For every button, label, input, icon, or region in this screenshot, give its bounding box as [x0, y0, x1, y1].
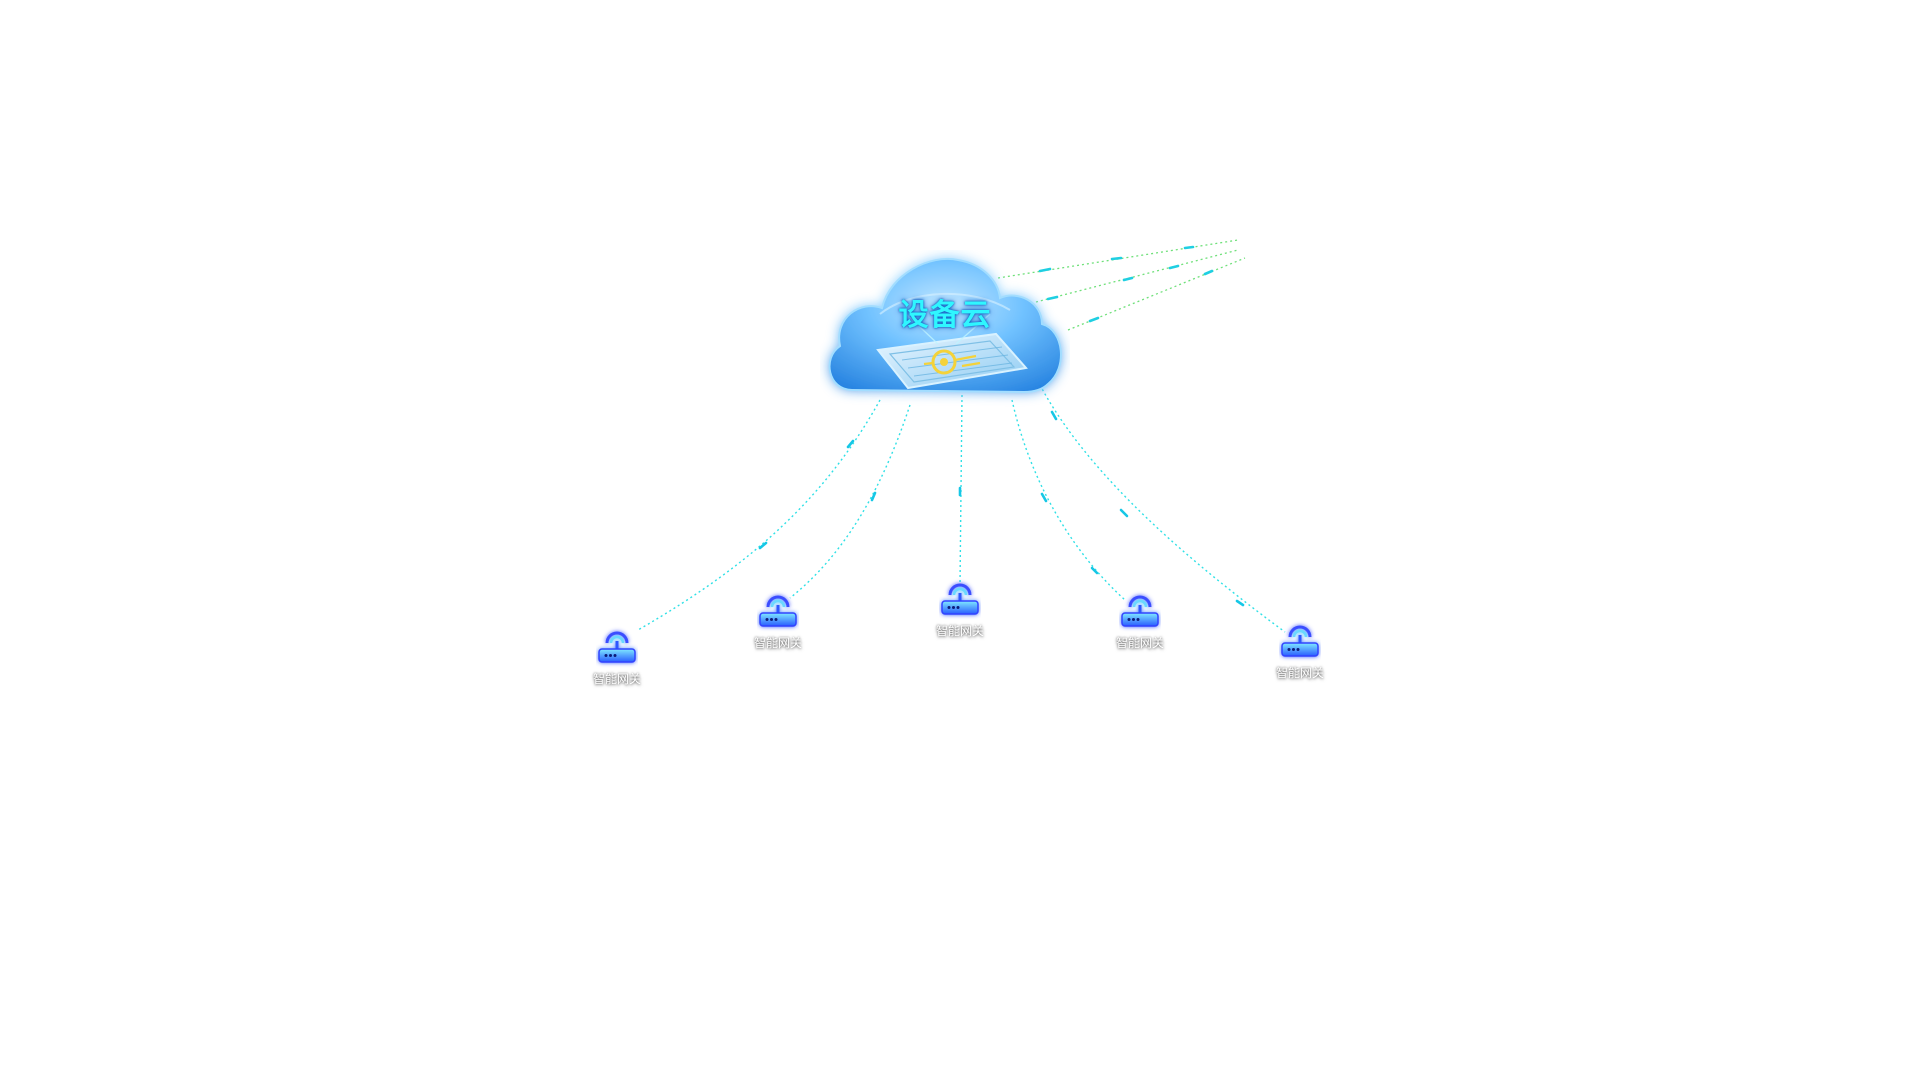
cloud-title: 设备云 — [898, 298, 992, 333]
link-cloud-to-gateway-5 — [1039, 384, 1286, 633]
router-icon — [941, 583, 979, 615]
gateway-label: 智能网关 — [935, 624, 984, 638]
cloud-server-icon — [828, 257, 1062, 394]
gateway-node-5[interactable]: 智能网关 — [1265, 620, 1335, 700]
gateway-label: 智能网关 — [1275, 666, 1324, 680]
gateway-node-1[interactable]: 智能网关 — [582, 626, 652, 706]
link-cloud-to-gateway-2 — [789, 404, 911, 599]
gateway-label: 智能网关 — [1115, 636, 1164, 650]
link-cloud-to-gateway-1 — [637, 399, 881, 631]
router-icon — [598, 631, 636, 663]
router-icon — [1281, 625, 1319, 657]
router-icon — [1121, 595, 1159, 627]
gateway-label: 智能网关 — [753, 636, 802, 650]
gateway-label: 智能网关 — [592, 672, 641, 686]
router-icon — [759, 595, 797, 627]
link-cloud-to-gateway-4 — [1011, 399, 1126, 601]
gateway-node-4[interactable]: 智能网关 — [1105, 590, 1175, 670]
gateway-node-3[interactable]: 智能网关 — [925, 578, 995, 658]
device-cloud-hub[interactable]: 设备云 — [820, 250, 1070, 410]
gateway-node-2[interactable]: 智能网关 — [743, 590, 813, 670]
